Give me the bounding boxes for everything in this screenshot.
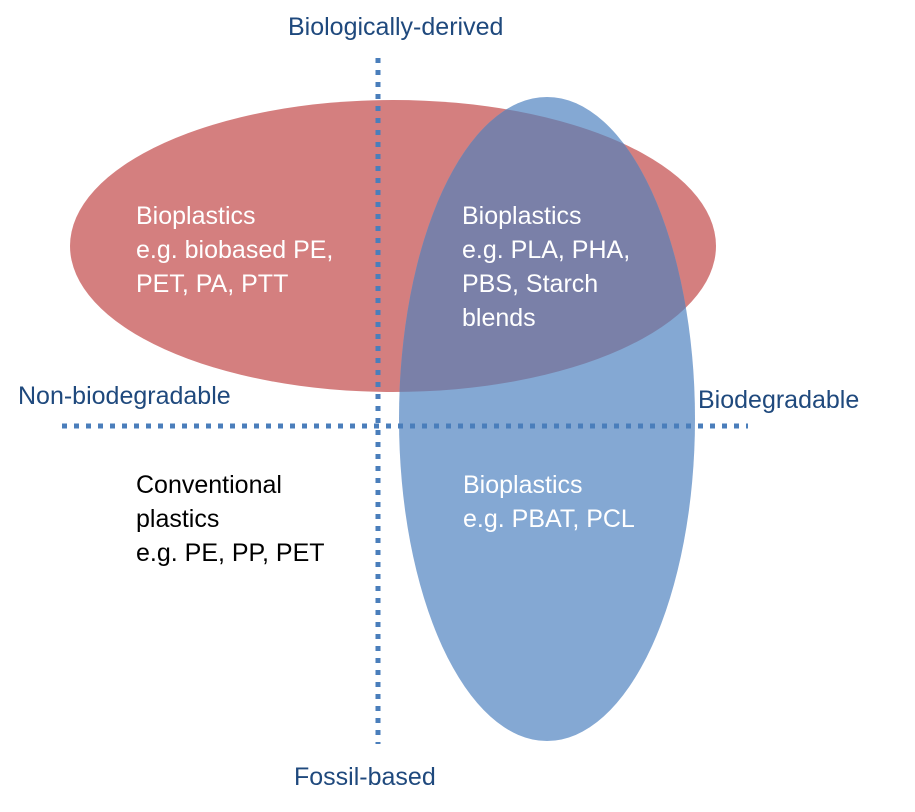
text-line: blends xyxy=(462,304,536,332)
overlap-region xyxy=(399,100,695,392)
text-line: Bioplastics xyxy=(136,202,256,230)
text-line: Conventional xyxy=(136,471,282,499)
axis-label-right: Biodegradable xyxy=(698,386,860,414)
text-line: Bioplastics xyxy=(463,471,583,499)
text-line: e.g. biobased PE, xyxy=(136,236,334,264)
axis-label-left: Non-biodegradable xyxy=(18,382,231,410)
text-line: PET, PA, PTT xyxy=(136,270,289,298)
quadrant-bottom-right: Bioplastics e.g. PBAT, PCL xyxy=(463,468,635,536)
text-line: plastics xyxy=(136,505,220,533)
text-line: PBS, Starch xyxy=(462,270,599,298)
quadrant-top-left: Bioplastics e.g. biobased PE, PET, PA, P… xyxy=(136,199,333,301)
text-line: e.g. PE, PP, PET xyxy=(136,539,325,567)
quadrant-bottom-left: Conventional plastics e.g. PE, PP, PET xyxy=(136,468,325,570)
text-line: e.g. PBAT, PCL xyxy=(463,505,635,533)
text-line: e.g. PLA, PHA, xyxy=(462,236,631,264)
axis-label-top: Biologically-derived xyxy=(288,13,504,41)
axis-label-bottom: Fossil-based xyxy=(294,763,436,791)
quadrant-top-right: Bioplastics e.g. PLA, PHA, PBS, Starch b… xyxy=(462,199,630,335)
text-line: Bioplastics xyxy=(462,202,582,230)
